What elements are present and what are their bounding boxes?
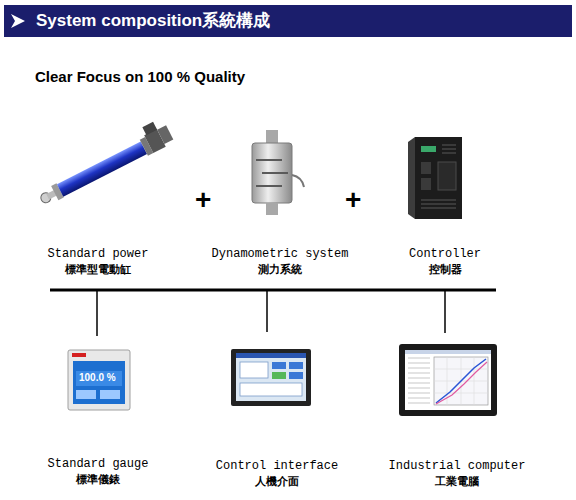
plot-curve	[436, 362, 487, 404]
plus-sign: +	[345, 184, 361, 216]
pc-menu	[405, 350, 491, 354]
hmi-button	[289, 372, 303, 379]
gauge-readout: 100.0 %	[79, 372, 116, 383]
plot-curve	[436, 359, 486, 403]
component-node: Standard power標準型電動缸	[33, 110, 163, 278]
hmi-screen	[236, 353, 306, 401]
hmi-button	[289, 362, 303, 369]
motor-block	[142, 122, 157, 135]
component-caption: Industrial computer	[389, 458, 526, 474]
controller-illustration	[408, 137, 462, 219]
bottom-stud	[266, 203, 278, 215]
plot-grid	[434, 357, 488, 405]
drop-line	[444, 290, 446, 333]
component-caption: 人機介面	[255, 474, 299, 490]
component-caption: 標準型電動缸	[65, 262, 131, 278]
plot-area	[434, 357, 488, 405]
gauge-case	[68, 350, 130, 410]
terminal-block	[438, 162, 456, 190]
brand-mark	[72, 353, 86, 357]
soft-key	[76, 390, 96, 399]
component-node: Control interface人機介面	[202, 340, 352, 490]
cylinder-illustration	[33, 117, 175, 208]
gauge-illustration	[68, 350, 130, 410]
hmi-button	[272, 372, 286, 379]
motor-cap	[157, 125, 173, 144]
component-caption: Controller	[409, 246, 481, 262]
plus-sign: +	[195, 184, 211, 216]
drop-line	[266, 290, 268, 332]
component-node: Controller控制器	[380, 110, 510, 278]
component-caption: 測力系統	[258, 262, 302, 278]
readout-panel	[76, 371, 122, 386]
pc-screen	[405, 350, 491, 410]
component-caption: 控制器	[429, 262, 462, 278]
hmi-button	[272, 362, 286, 369]
bullet-arrow	[11, 14, 25, 28]
component-caption: Standard power	[48, 246, 149, 262]
side-face	[408, 137, 415, 219]
connector-port	[421, 162, 431, 174]
page-title: System composition系統構成	[36, 9, 270, 33]
hmi-bezel	[231, 349, 311, 406]
component-caption: 工業電腦	[435, 474, 479, 490]
cell-body	[252, 143, 292, 203]
s-slots	[256, 160, 288, 186]
drive-body	[415, 137, 462, 219]
hmi-header	[236, 353, 306, 358]
computer-illustration	[399, 344, 497, 416]
hmi-illustration	[231, 349, 311, 406]
header-bar	[4, 5, 572, 37]
connector-port	[421, 178, 431, 190]
component-caption: Dynamometric system	[212, 246, 349, 262]
vent-lines	[421, 145, 456, 208]
subtitle: Clear Focus on 100 % Quality	[35, 68, 245, 85]
top-stud	[266, 130, 278, 143]
load-cell-illustration	[252, 130, 304, 215]
component-node: Dynamometric system測力系統	[205, 110, 355, 278]
drop-line	[96, 290, 98, 336]
pc-bezel	[399, 344, 497, 416]
cell-cable	[292, 175, 304, 187]
component-node: Standard gauge標準儀錶	[33, 340, 163, 488]
status-display	[421, 146, 436, 152]
hmi-panel	[240, 362, 268, 378]
component-node: Industrial computer工業電腦	[382, 340, 532, 490]
component-caption: Standard gauge	[48, 456, 149, 472]
gauge-screen	[73, 361, 125, 404]
hmi-table	[240, 383, 302, 396]
data-table	[408, 358, 430, 403]
cylinder-tube	[57, 142, 147, 197]
soft-key	[100, 390, 120, 399]
component-caption: 標準儀錶	[76, 472, 120, 488]
component-caption: Control interface	[216, 458, 338, 474]
bus-line	[50, 289, 496, 292]
